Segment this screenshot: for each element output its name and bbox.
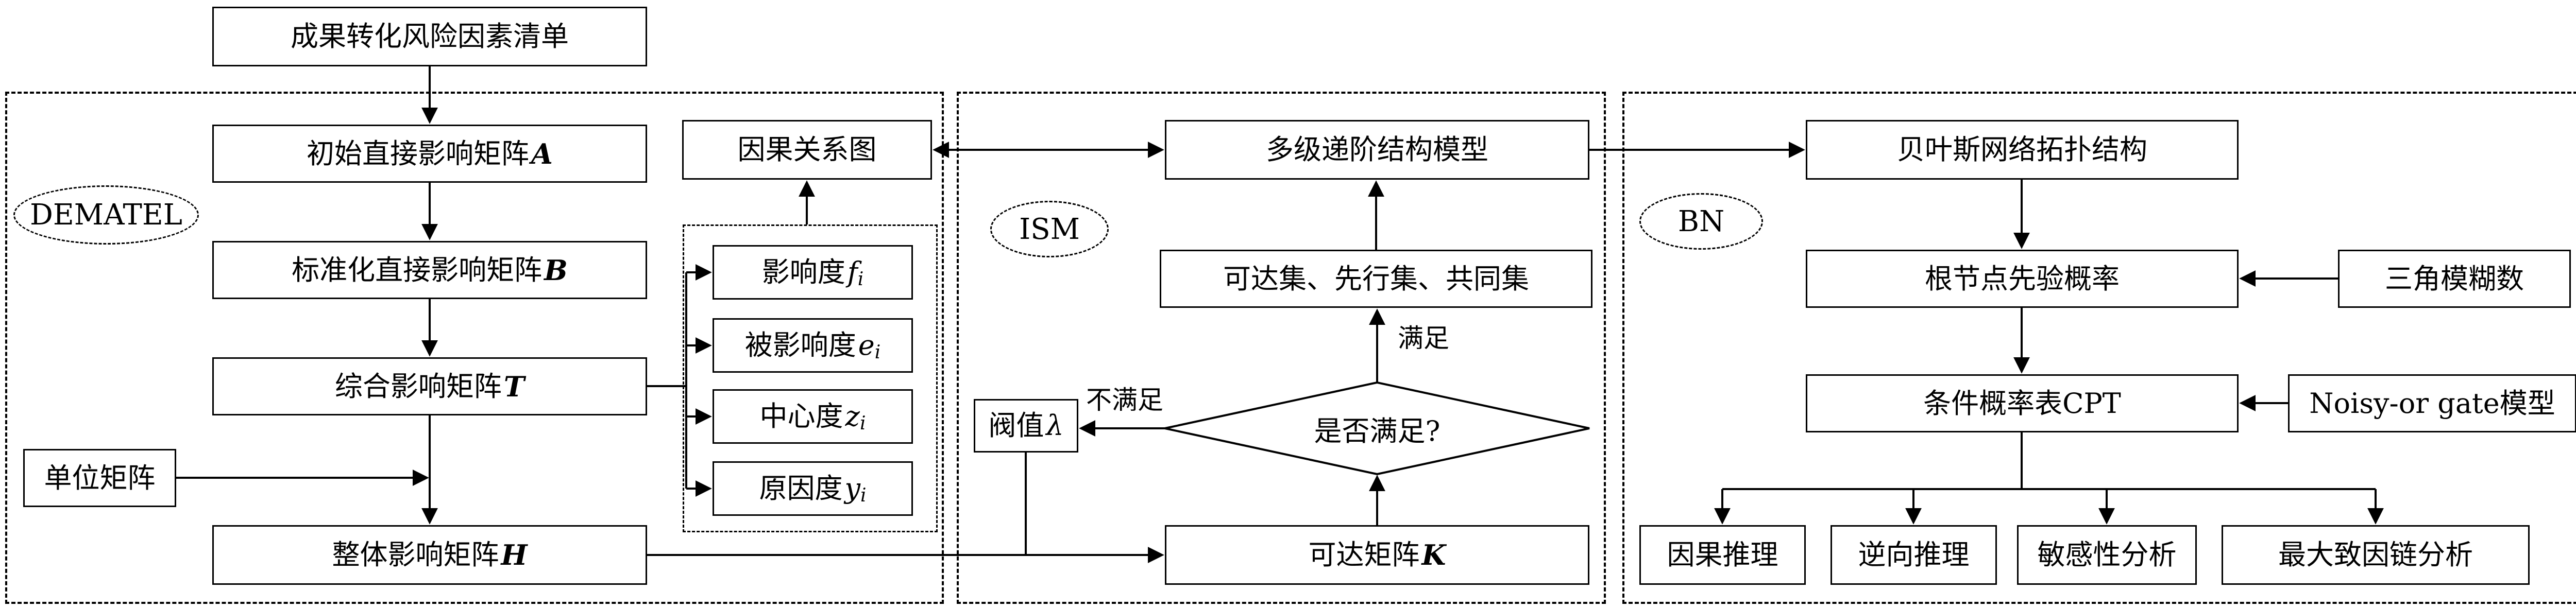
cause-degree-sub: i xyxy=(860,485,867,506)
ism-label-ellipse: ISM xyxy=(990,201,1109,257)
dematel-section-border xyxy=(5,92,944,604)
matrix-a-var: A xyxy=(531,137,553,170)
ism-section-border xyxy=(957,92,1606,604)
sets-text: 可达集、先行集、共同集 xyxy=(1223,262,1529,295)
sensitivity-analysis-text: 敏感性分析 xyxy=(2037,538,2177,571)
causal-diagram-text: 因果关系图 xyxy=(737,133,877,166)
normalized-matrix-b-text: 标准化直接影响矩阵 xyxy=(292,253,543,286)
hierarchical-model-text: 多级递阶结构模型 xyxy=(1266,133,1488,166)
overall-matrix-h-text: 整体影响矩阵 xyxy=(332,538,499,571)
threshold-text: 阀值 xyxy=(988,409,1044,442)
noisy-or-gate-box: Noisy-or gate模型 xyxy=(2288,374,2576,432)
causal-diagram-box: 因果关系图 xyxy=(682,120,932,180)
influence-degree-text: 影响度 xyxy=(761,256,845,288)
risk-factor-list-box: 成果转化风险因素清单 xyxy=(212,7,647,66)
sets-box: 可达集、先行集、共同集 xyxy=(1160,250,1592,308)
influenced-degree-var: e xyxy=(858,329,875,361)
cause-degree-var: y xyxy=(844,472,860,505)
causal-reasoning-box: 因果推理 xyxy=(1639,525,1806,585)
reachability-matrix-k-text: 可达矩阵 xyxy=(1308,538,1420,571)
centrality-sub: i xyxy=(859,413,866,434)
decision-diamond-shape xyxy=(1164,381,1590,476)
triangular-fuzzy-box: 三角模糊数 xyxy=(2338,250,2571,308)
influence-degree-var: f xyxy=(847,256,858,288)
cause-degree-text: 原因度 xyxy=(759,472,843,505)
sensitivity-analysis-box: 敏感性分析 xyxy=(2017,525,2197,585)
prior-probability-box: 根节点先验概率 xyxy=(1806,250,2239,308)
cpt-text: 条件概率表CPT xyxy=(1923,387,2121,420)
causal-reasoning-text: 因果推理 xyxy=(1667,538,1778,571)
ism-label: ISM xyxy=(1019,212,1080,246)
indicator-group-border xyxy=(683,224,938,532)
reverse-reasoning-box: 逆向推理 xyxy=(1831,525,1997,585)
matrix-b-var: B xyxy=(544,253,568,287)
reverse-reasoning-text: 逆向推理 xyxy=(1858,538,1970,571)
centrality-text: 中心度 xyxy=(759,400,843,432)
dematel-label-ellipse: DEMATEL xyxy=(13,185,199,245)
hierarchical-model-box: 多级递阶结构模型 xyxy=(1165,120,1589,180)
noisy-or-gate-text: Noisy-or gate模型 xyxy=(2309,387,2555,420)
risk-factor-list-text: 成果转化风险因素清单 xyxy=(291,20,569,53)
comprehensive-matrix-t-text: 综合影响矩阵 xyxy=(334,370,502,403)
bn-topology-text: 贝叶斯网络拓扑结构 xyxy=(1897,133,2147,166)
max-causal-chain-text: 最大致因链分析 xyxy=(2278,538,2473,571)
influenced-degree-sub: i xyxy=(874,342,881,363)
bn-label-ellipse: BN xyxy=(1639,193,1763,250)
dematel-label: DEMATEL xyxy=(30,198,182,232)
initial-matrix-a-text: 初始直接影响矩阵 xyxy=(307,137,530,170)
influenced-degree-text: 被影响度 xyxy=(744,329,856,361)
matrix-k-var: K xyxy=(1421,538,1446,571)
identity-matrix-box: 单位矩阵 xyxy=(23,449,176,507)
matrix-t-var: T xyxy=(503,370,525,403)
bn-topology-box: 贝叶斯网络拓扑结构 xyxy=(1806,120,2239,180)
matrix-h-var: H xyxy=(501,538,528,571)
cpt-box: 条件概率表CPT xyxy=(1806,374,2239,432)
identity-matrix-text: 单位矩阵 xyxy=(44,461,156,494)
decision-diamond: 是否满足? xyxy=(1165,383,1589,474)
prior-probability-text: 根节点先验概率 xyxy=(1925,262,2120,295)
influence-degree-sub: i xyxy=(857,269,864,290)
bn-section-border xyxy=(1622,92,2576,604)
centrality-var: z xyxy=(845,400,860,432)
not-satisfied-label: 不满足 xyxy=(1086,385,1163,415)
satisfied-label: 满足 xyxy=(1398,323,1449,353)
threshold-var: λ xyxy=(1046,409,1064,442)
decision-text: 是否满足? xyxy=(1314,414,1440,447)
triangular-fuzzy-text: 三角模糊数 xyxy=(2385,262,2524,295)
max-causal-chain-box: 最大致因链分析 xyxy=(2222,525,2530,585)
bn-label: BN xyxy=(1677,204,1725,238)
